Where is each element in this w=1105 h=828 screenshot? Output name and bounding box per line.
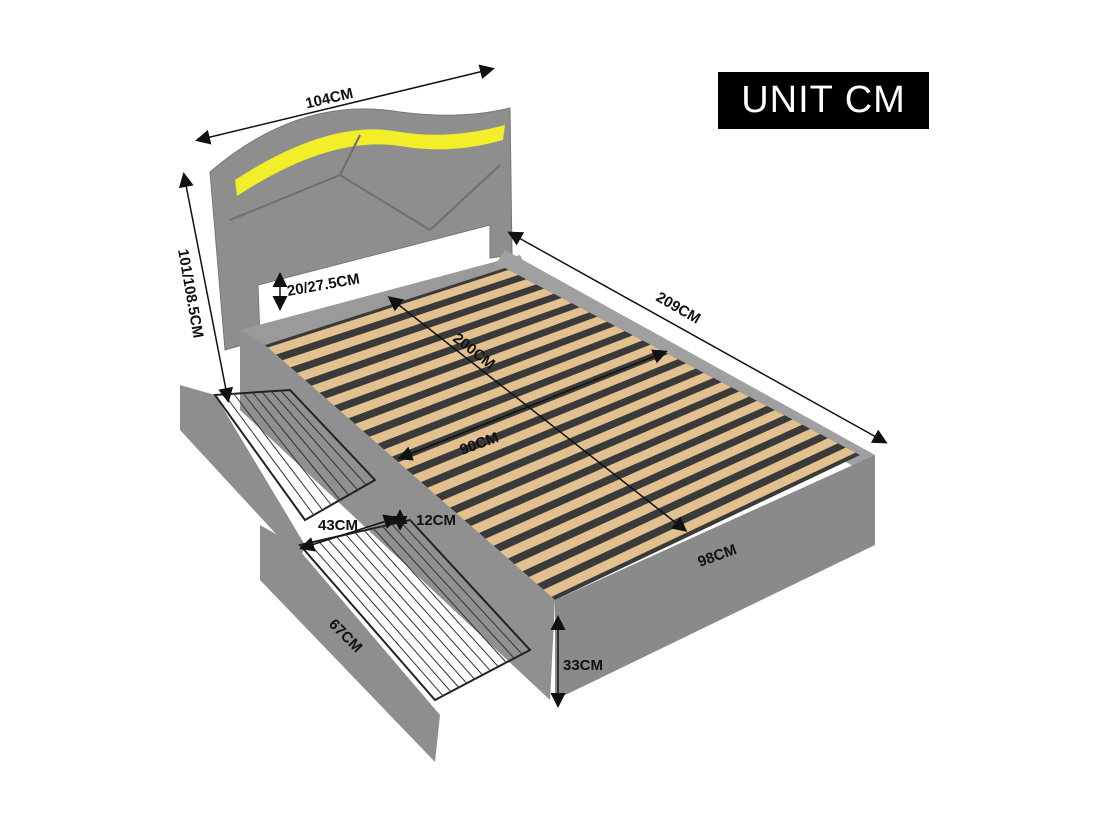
label-side-height: 33CM (563, 657, 603, 674)
basket-wire (400, 521, 523, 655)
label-total-length: 209CM (653, 289, 703, 328)
basket-wire (261, 391, 350, 496)
footboard (555, 455, 875, 700)
basket-wire (382, 525, 507, 663)
basket-wire (270, 390, 358, 491)
basket-wire (308, 542, 444, 697)
drawer-top-basket (213, 388, 377, 522)
drawer-top-front (180, 385, 305, 560)
basket-wire (354, 532, 483, 676)
basket-wire (317, 540, 452, 692)
basket-wire (363, 530, 491, 672)
slat (543, 447, 856, 597)
basket-wire (336, 536, 468, 684)
basket-wire (242, 392, 332, 506)
basket-wire (327, 538, 460, 688)
basket-wire (252, 392, 341, 501)
basket-wire (233, 393, 323, 511)
label-drawer-width: 43CM (318, 517, 358, 534)
basket-wire (223, 394, 315, 516)
basket-wire (391, 523, 515, 659)
basket-wire (280, 390, 367, 486)
dimension-lines (178, 64, 888, 708)
label-drawer-height: 12CM (416, 512, 456, 529)
drawer-bottom-front (260, 525, 440, 762)
basket-wire (345, 534, 475, 680)
unit-label: UNIT CM (718, 72, 929, 129)
